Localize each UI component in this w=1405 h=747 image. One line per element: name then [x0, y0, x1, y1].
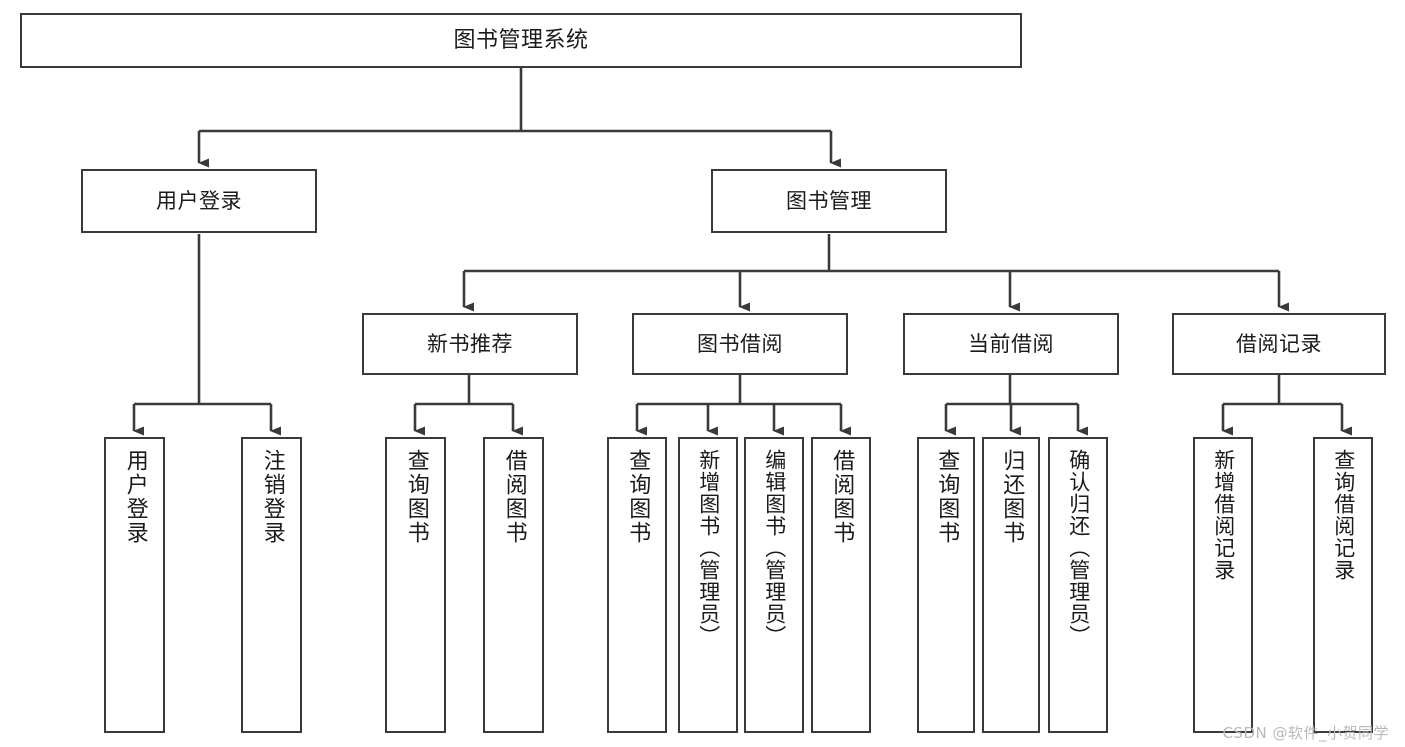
node-current-borrow[interactable]: 当前借阅 — [903, 313, 1119, 375]
node-label: 新书推荐 — [427, 331, 513, 356]
node-label: 借阅图书 — [501, 449, 527, 545]
leaf-borrow-add-book-admin[interactable]: 新增图书（管理员） — [678, 437, 738, 733]
node-label: 确认归还（管理员） — [1066, 449, 1091, 647]
node-label: 新增图书（管理员） — [696, 449, 721, 647]
leaf-current-confirm-return-admin[interactable]: 确认归还（管理员） — [1048, 437, 1108, 733]
node-label: 借阅记录 — [1236, 331, 1322, 356]
node-book-borrow[interactable]: 图书借阅 — [632, 313, 848, 375]
node-borrow-record[interactable]: 借阅记录 — [1172, 313, 1386, 375]
leaf-user-logout[interactable]: 注销登录 — [241, 437, 302, 733]
node-label: 用户登录 — [122, 449, 148, 545]
leaf-borrow-edit-book-admin[interactable]: 编辑图书（管理员） — [744, 437, 804, 733]
leaf-record-add[interactable]: 新增借阅记录 — [1193, 437, 1253, 733]
leaf-borrow-borrow-book[interactable]: 借阅图书 — [811, 437, 871, 733]
node-label: 查询借阅记录 — [1331, 449, 1356, 581]
leaf-user-login[interactable]: 用户登录 — [104, 437, 165, 733]
node-book-management[interactable]: 图书管理 — [711, 169, 947, 233]
node-root-system[interactable]: 图书管理系统 — [20, 13, 1022, 68]
leaf-record-query[interactable]: 查询借阅记录 — [1313, 437, 1373, 733]
node-label: 用户登录 — [156, 188, 242, 213]
node-user-login[interactable]: 用户登录 — [81, 169, 317, 233]
node-label: 借阅图书 — [829, 449, 855, 545]
leaf-current-query-book[interactable]: 查询图书 — [917, 437, 975, 733]
node-label: 查询图书 — [934, 449, 960, 545]
node-label: 图书借阅 — [697, 331, 783, 356]
node-label: 注销登录 — [259, 449, 285, 545]
node-label: 查询图书 — [403, 449, 429, 545]
node-label: 归还图书 — [999, 449, 1025, 545]
leaf-new-book-query[interactable]: 查询图书 — [385, 437, 446, 733]
leaf-new-book-borrow[interactable]: 借阅图书 — [483, 437, 544, 733]
node-label: 编辑图书（管理员） — [762, 449, 787, 647]
watermark-text: CSDN @软件_小贺同学 — [1222, 724, 1389, 742]
leaf-current-return-book[interactable]: 归还图书 — [982, 437, 1040, 733]
node-label: 查询图书 — [625, 449, 651, 545]
node-label: 图书管理系统 — [453, 27, 589, 53]
node-label: 当前借阅 — [968, 331, 1054, 356]
node-label: 图书管理 — [786, 188, 872, 213]
leaf-borrow-query-book[interactable]: 查询图书 — [607, 437, 667, 733]
node-label: 新增借阅记录 — [1211, 449, 1236, 581]
node-new-book-recommend[interactable]: 新书推荐 — [362, 313, 578, 375]
